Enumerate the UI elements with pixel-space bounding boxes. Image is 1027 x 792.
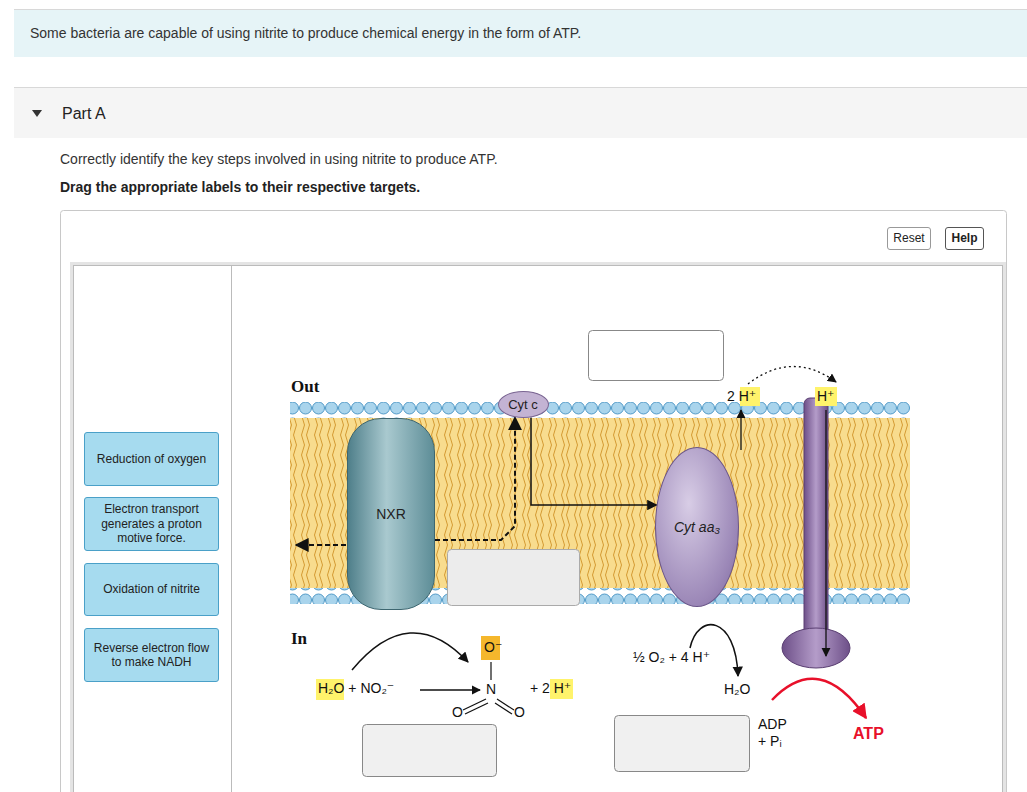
- node-text: Oxidation of nitrite: [103, 582, 200, 596]
- diagram-label: H⁺: [817, 388, 835, 405]
- nxr-protein: NXR: [347, 418, 435, 610]
- node-text: Reverse electron flow to make NADH: [90, 641, 213, 670]
- part-band: [14, 88, 1027, 138]
- drop-target: [363, 725, 497, 777]
- reset-button: Reset: [887, 227, 931, 250]
- diagram-label: O⁻: [484, 639, 502, 656]
- electron-path: [435, 418, 515, 540]
- instruction-text: Drag the appropriate labels to their res…: [60, 179, 420, 196]
- instruction-text: Part A: [62, 104, 106, 123]
- highlight: [815, 387, 837, 406]
- answer-tile: Reduction of oxygen: [84, 432, 219, 486]
- instruction-text: Some bacteria are capable of using nitri…: [30, 25, 581, 42]
- diagram-label: O: [514, 704, 525, 721]
- diagram-label: ½ O₂ + 4 H⁺: [633, 649, 710, 666]
- node-text: Reset: [893, 231, 924, 245]
- divider: [231, 266, 232, 792]
- instruction-text: Correctly identify the key steps involve…: [60, 151, 498, 168]
- proton-path: [748, 366, 836, 384]
- node-text: Help: [951, 231, 977, 245]
- collapse-triangle: [32, 110, 42, 117]
- cytochrome-aa3: Cyt aa₃: [655, 447, 739, 607]
- diagram-label: N: [486, 681, 496, 698]
- answer-tile: Oxidation of nitrite: [84, 563, 219, 616]
- node-text: NXR: [376, 506, 406, 523]
- electron-path: [531, 418, 657, 505]
- diagram-label: Out: [291, 377, 319, 397]
- rule: [14, 9, 1027, 10]
- node-text: Electron transport generates a proton mo…: [90, 502, 213, 545]
- answer-tile: Electron transport generates a proton mo…: [84, 497, 219, 551]
- node-text: Cyt aa₃: [674, 519, 720, 536]
- reaction-arrow: [420, 689, 480, 690]
- bond: [490, 662, 491, 680]
- proton-arrow: [825, 410, 826, 656]
- atp-synthase-stalk: [804, 398, 828, 638]
- atp-synthase-head: [782, 628, 850, 668]
- node-text: Reduction of oxygen: [97, 452, 206, 466]
- header-band: [14, 10, 1027, 57]
- diagram-label: ADP + Pᵢ: [758, 716, 792, 750]
- drop-target: [615, 716, 750, 772]
- canvas: [74, 266, 1003, 792]
- node-text: Cyt c: [508, 397, 538, 413]
- answer-tile: Reverse electron flow to make NADH: [84, 628, 219, 682]
- bond: [463, 699, 486, 710]
- atp-arrow: [772, 679, 866, 718]
- diagram-label: 2 H⁺: [727, 388, 756, 405]
- diagram-label: + 2 H⁺: [530, 680, 571, 697]
- bond: [465, 703, 488, 714]
- drop-target: [589, 331, 724, 381]
- cytochrome-c: Cyt c: [498, 391, 549, 418]
- bond: [497, 699, 514, 710]
- help-button: Help: [945, 227, 984, 250]
- diagram-label: O: [452, 704, 463, 721]
- diagram-label: H₂O: [724, 681, 750, 698]
- diagram-label: H₂O + NO₂⁻: [318, 680, 394, 697]
- reverse-flow-arrow: [296, 544, 346, 546]
- bond: [495, 703, 512, 714]
- diagram-label: In: [291, 629, 307, 649]
- drop-target: [448, 550, 580, 606]
- panel: [61, 211, 1007, 792]
- diagram-label: ATP: [853, 724, 884, 743]
- rule: [14, 87, 1027, 88]
- reaction-arrow: [352, 633, 468, 670]
- proton-arrow: [740, 410, 741, 450]
